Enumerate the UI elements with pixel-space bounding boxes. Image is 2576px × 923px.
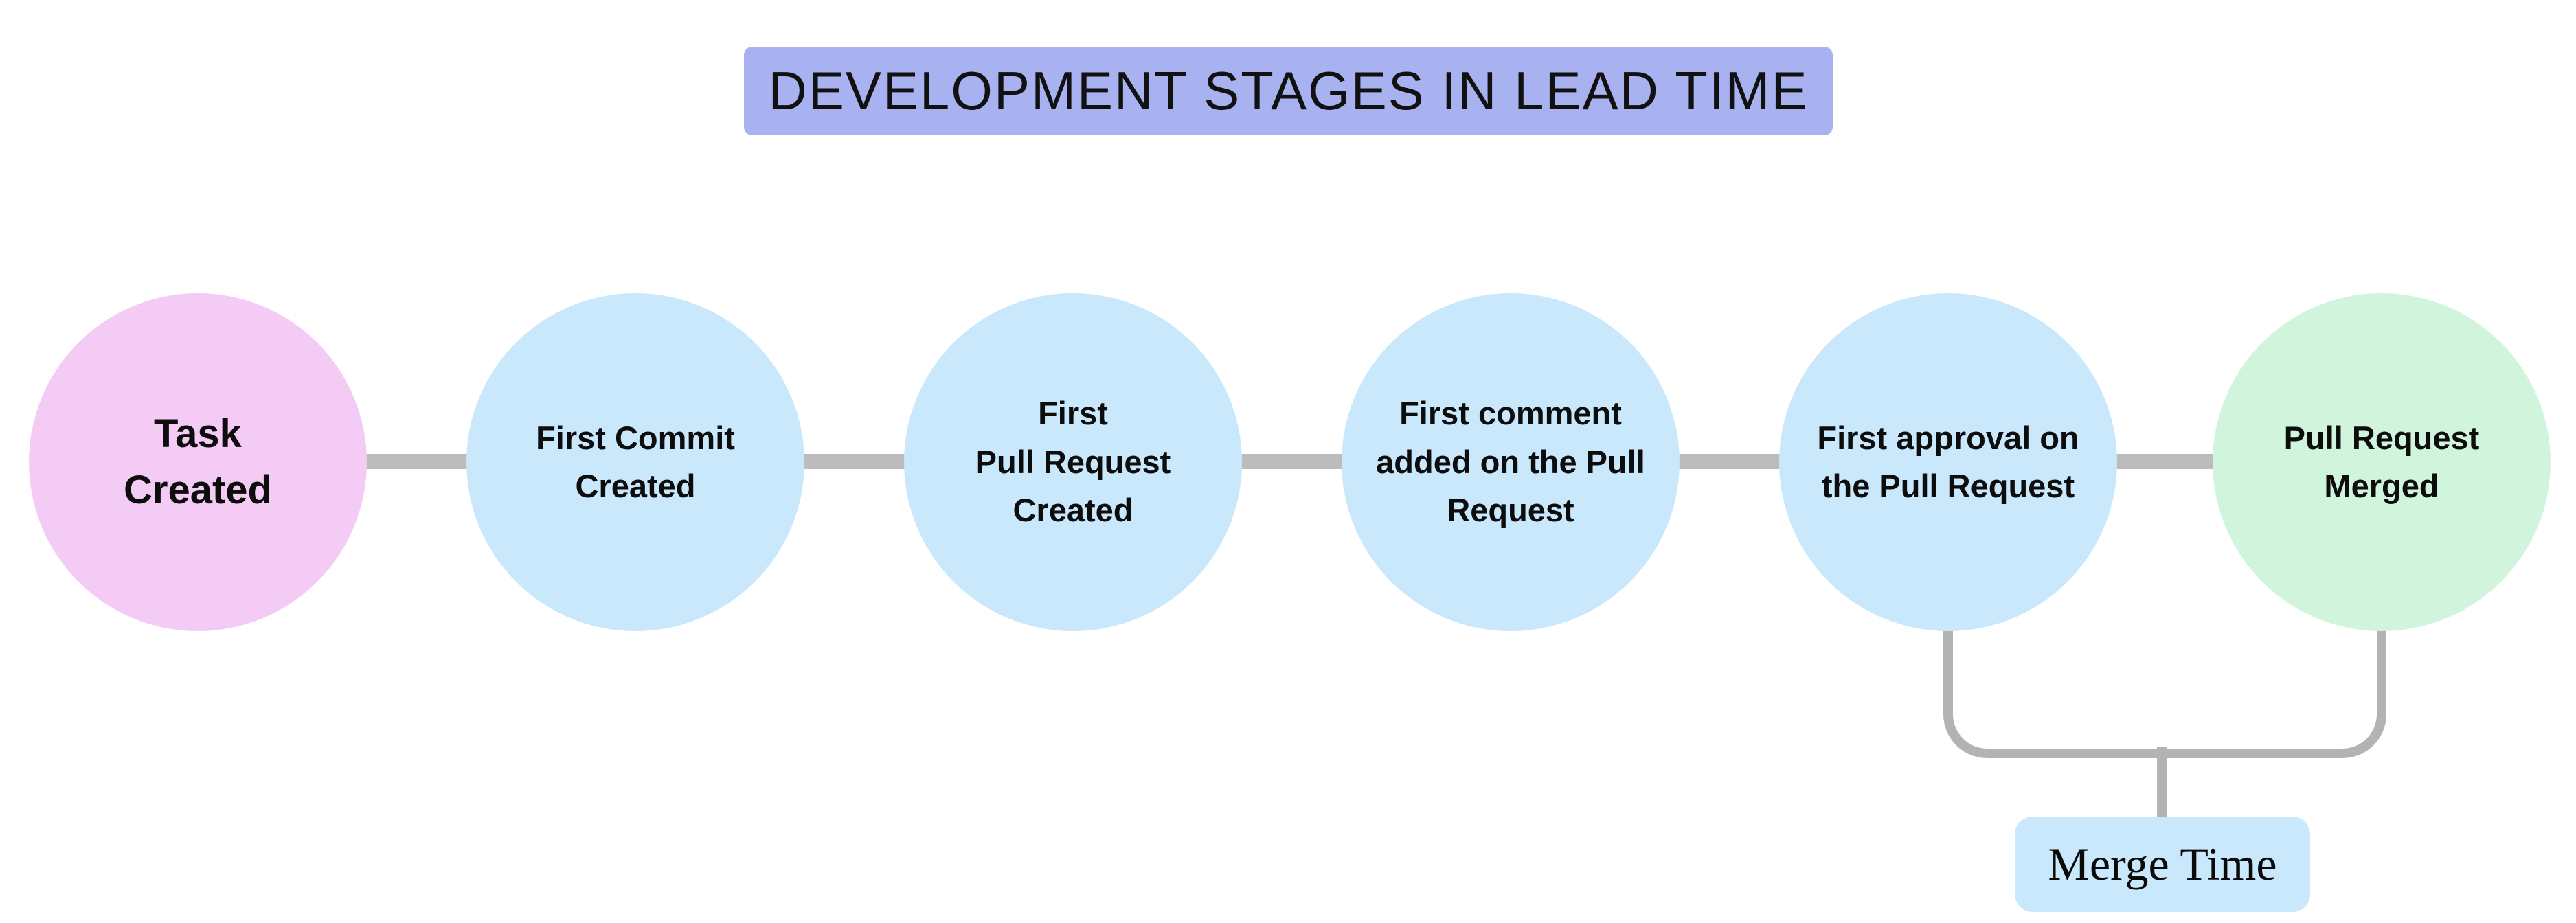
- diagram-title: DEVELOPMENT STAGES IN LEAD TIME: [744, 47, 1833, 135]
- merge-time-bracket: [1943, 618, 2386, 758]
- merge-time-label: Merge Time: [2015, 817, 2310, 912]
- merge-time-bracket-stem: [2157, 747, 2167, 817]
- stage-circle-first-approval: First approval on the Pull Request: [1779, 293, 2117, 631]
- stage-circle-pull-request-merged: Pull Request Merged: [2213, 293, 2551, 631]
- stage-circle-first-commit-created: First Commit Created: [466, 293, 804, 631]
- stage-circle-task-created: Task Created: [29, 293, 367, 631]
- stage-circle-first-comment-added: First comment added on the Pull Request: [1342, 293, 1680, 631]
- stage-circle-first-pull-request-created: First Pull Request Created: [904, 293, 1242, 631]
